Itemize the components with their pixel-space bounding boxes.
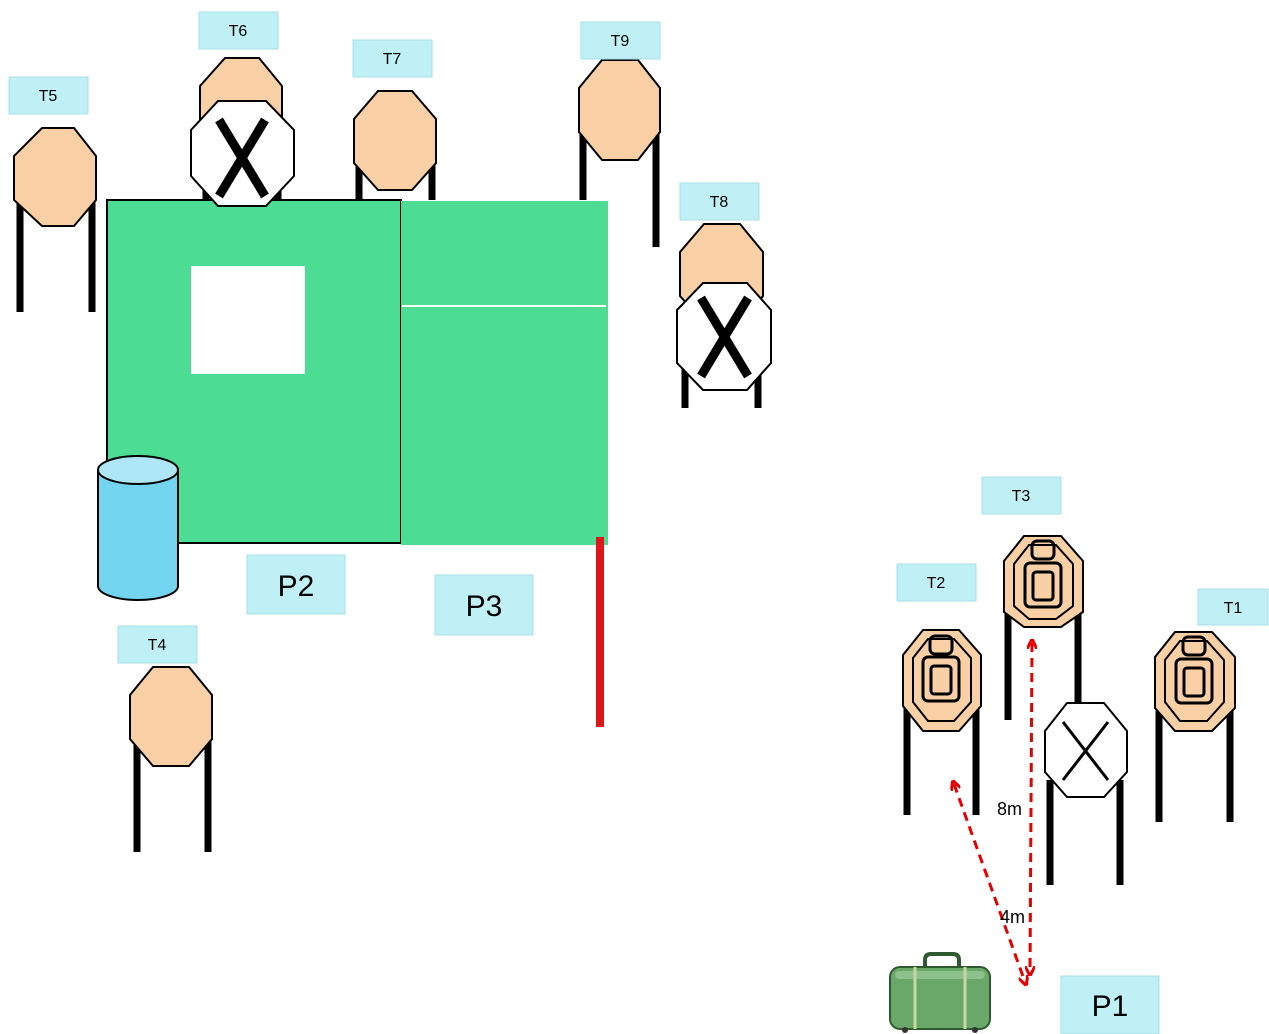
- svg-text:T9: T9: [611, 33, 630, 50]
- svg-text:T7: T7: [383, 51, 402, 68]
- distance-label-4m: 4m: [1000, 907, 1025, 927]
- svg-text:T2: T2: [927, 575, 946, 592]
- label-t4: T4: [117, 625, 198, 664]
- distance-arrow-8m: [1030, 643, 1032, 972]
- no-shoot-t8: [676, 282, 772, 391]
- target-t1: [1154, 631, 1236, 822]
- label-t7: T7: [352, 39, 433, 78]
- target-t4: [129, 666, 213, 852]
- wall-p3: [401, 201, 608, 545]
- position-p2: P2: [246, 554, 346, 615]
- no-shoot-center: [1044, 702, 1128, 885]
- target-t3: [1003, 535, 1084, 720]
- label-t3: T3: [981, 476, 1062, 515]
- distance-label-8m: 8m: [997, 799, 1022, 819]
- label-t9: T9: [580, 21, 661, 60]
- svg-text:P3: P3: [466, 590, 503, 623]
- position-p1: P1: [1060, 975, 1160, 1034]
- target-t7: [353, 90, 437, 200]
- target-t9: [578, 59, 661, 247]
- window-port: [191, 266, 305, 374]
- position-p3: P3: [434, 574, 534, 636]
- target-t2: [902, 629, 982, 815]
- label-t5: T5: [8, 76, 89, 115]
- svg-text:T6: T6: [229, 23, 248, 40]
- svg-text:P1: P1: [1092, 990, 1129, 1023]
- svg-text:T3: T3: [1012, 488, 1031, 505]
- label-t2: T2: [896, 563, 977, 602]
- svg-text:P2: P2: [278, 570, 315, 603]
- svg-text:T1: T1: [1224, 600, 1243, 617]
- svg-text:T5: T5: [39, 88, 58, 105]
- label-t6: T6: [198, 11, 279, 50]
- fault-line: [596, 537, 604, 727]
- barrel-icon: [97, 455, 179, 601]
- suitcase-icon: [889, 952, 991, 1033]
- target-t5: [13, 127, 97, 312]
- svg-text:T4: T4: [148, 637, 167, 654]
- distance-arrow-4m: [954, 784, 1025, 982]
- label-t8: T8: [679, 182, 760, 221]
- no-shoot-t6: [190, 100, 295, 207]
- label-t1: T1: [1197, 588, 1269, 626]
- svg-text:T8: T8: [710, 194, 729, 211]
